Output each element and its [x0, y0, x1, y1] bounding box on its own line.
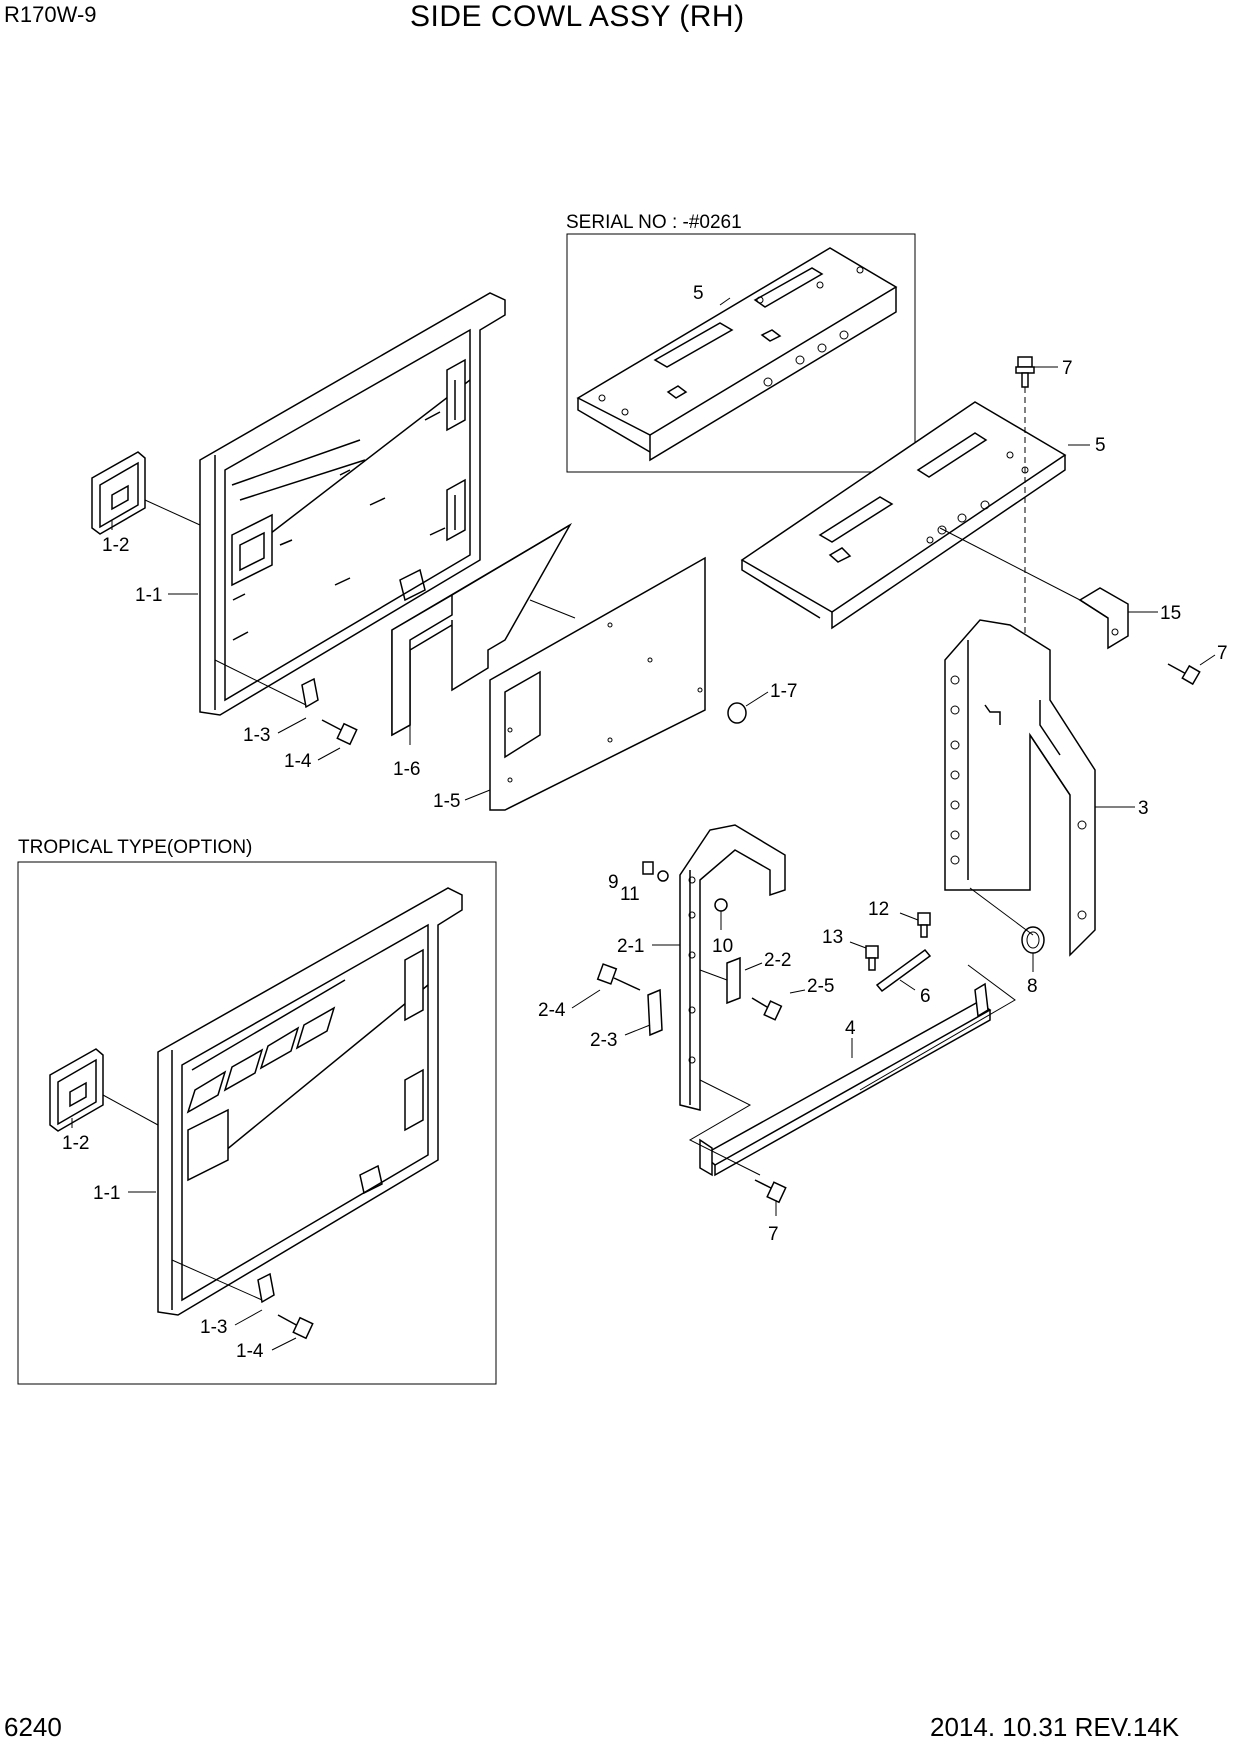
callout-2-3: 2-3 [590, 1030, 617, 1051]
callout-1-6: 1-6 [393, 759, 420, 780]
callout-13: 13 [822, 927, 843, 948]
tropical-side-door [157, 887, 463, 1316]
callout-3: 3 [1138, 798, 1149, 819]
page-title: SIDE COWL ASSY (RH) [410, 0, 745, 33]
part-1-6-panel [391, 522, 573, 737]
tropical-callout-1-2: 1-2 [62, 1133, 89, 1154]
callout-12: 12 [868, 899, 889, 920]
revision-date: 2014. 10.31 REV.14K [930, 1712, 1180, 1742]
callout-7-bottom: 7 [768, 1224, 779, 1245]
tropical-callout-1-1: 1-1 [93, 1183, 120, 1204]
tropical-callout-1-3: 1-3 [200, 1317, 227, 1338]
callout-9: 9 [608, 872, 619, 893]
serial-inset-frame [566, 233, 916, 473]
callout-1-2: 1-2 [102, 535, 129, 556]
part-2-4-bolt [596, 963, 641, 991]
part-1-1-side-door [199, 292, 506, 716]
part-13-bolt [865, 945, 879, 971]
part-5-bracket [740, 401, 1067, 630]
part-2-2-bracket [726, 956, 741, 1005]
callout-2-2: 2-2 [764, 950, 791, 971]
callout-15: 15 [1160, 603, 1181, 624]
bolt-7-right [1167, 663, 1201, 686]
callout-2-4: 2-4 [538, 1000, 566, 1021]
part-10-nut [714, 898, 728, 912]
callout-1-7: 1-7 [770, 681, 797, 702]
part-15-bracket [1078, 587, 1129, 650]
part-12-bolt [917, 912, 931, 938]
tropical-callout-1-4: 1-4 [236, 1341, 264, 1362]
callout-1-3: 1-3 [243, 725, 270, 746]
tropical-bolt [277, 1314, 314, 1340]
model-number: R170W-9 [4, 2, 97, 27]
callout-11: 11 [620, 884, 640, 905]
bolt-7-top [1015, 356, 1035, 388]
tropical-handle [49, 1048, 104, 1132]
tropical-clip [257, 1272, 275, 1304]
part-6-link [875, 948, 932, 993]
part-11-washer [657, 870, 669, 882]
part-9-bolt [642, 861, 654, 875]
callout-1-4: 1-4 [284, 751, 312, 772]
callout-1-5: 1-5 [433, 791, 460, 812]
callout-5-inset: 5 [693, 283, 704, 304]
tropical-type-inset: TROPICAL TYPE(OPTION) 1-1 1-2 [17, 837, 497, 1385]
callout-4: 4 [845, 1018, 856, 1039]
part-1-4-bolt [321, 719, 358, 746]
callout-1-1: 1-1 [135, 585, 162, 606]
part-3-bracket [944, 619, 1096, 957]
part-1-3-clip [301, 677, 319, 709]
tropical-inset-frame [17, 861, 497, 1385]
part-4-crossbar [699, 982, 992, 1177]
part-5-bracket-old [576, 247, 898, 462]
part-1-5-panel [489, 556, 706, 811]
callout-2-1: 2-1 [617, 936, 644, 957]
callout-2-5: 2-5 [807, 976, 834, 997]
callout-5: 5 [1095, 435, 1106, 456]
callout-7-right: 7 [1217, 643, 1228, 664]
part-2-1-frame [679, 824, 786, 1111]
part-2-5-bolt [751, 997, 783, 1021]
bolt-7-bottom [754, 1179, 787, 1204]
part-1-7-knob [727, 702, 747, 724]
callout-10: 10 [712, 936, 733, 957]
callout-6: 6 [920, 986, 931, 1007]
serial-number-inset: SERIAL NO : -#0261 5 [566, 212, 916, 473]
callout-8: 8 [1027, 976, 1038, 997]
page-number: 6240 [4, 1712, 62, 1742]
part-2-3-clip [647, 988, 663, 1037]
tropical-inset-title: TROPICAL TYPE(OPTION) [18, 837, 252, 858]
callout-7-top: 7 [1062, 358, 1073, 379]
part-8-grommet [1021, 926, 1045, 954]
serial-inset-title: SERIAL NO : -#0261 [566, 212, 742, 233]
part-1-2-handle [91, 451, 146, 535]
